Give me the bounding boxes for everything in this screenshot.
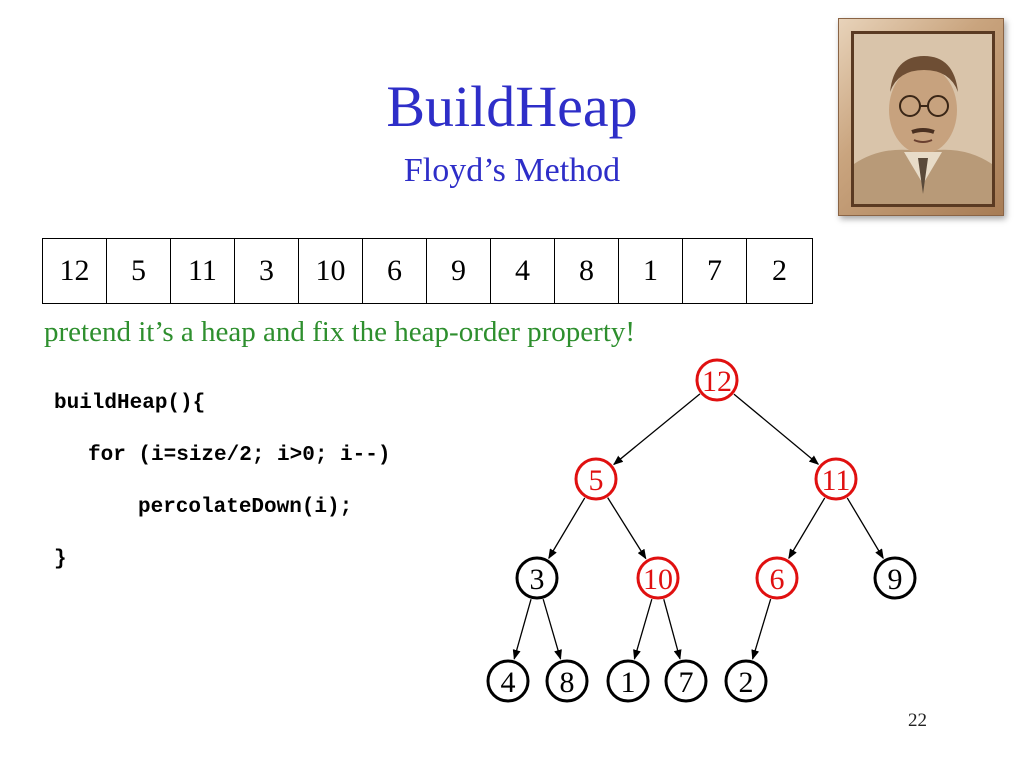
page-number: 22 [908, 710, 927, 731]
tree-edge-n3-n7 [846, 497, 884, 560]
tree-node-circle [574, 457, 618, 501]
tree-node-11: 11 [814, 457, 858, 501]
portrait-photo-icon [851, 31, 995, 207]
slide-title: BuildHeap [386, 74, 638, 139]
tree-node-label: 3 [530, 563, 545, 596]
tree-node-circle [606, 659, 650, 703]
tree-node-10: 10 [636, 556, 680, 600]
array-cell: 11 [171, 239, 235, 303]
array-cell: 3 [235, 239, 299, 303]
tree-edge-n2-n4 [548, 497, 586, 560]
tree-edge-n6-n12 [751, 598, 772, 660]
tree-node-label: 7 [679, 666, 694, 699]
tree-node-circle [486, 659, 530, 703]
tree-node-circle [755, 556, 799, 600]
tree-node-label: 2 [739, 666, 754, 699]
tree-node-circle [724, 659, 768, 703]
tree-edge-n4-n9 [542, 598, 562, 660]
tree-node-circle [636, 556, 680, 600]
tree-node-label: 10 [643, 563, 673, 596]
slide-subtitle: Floyd’s Method [403, 152, 621, 189]
tree-node-circle [873, 556, 917, 600]
array-cell: 5 [107, 239, 171, 303]
tree-node-circle [515, 556, 559, 600]
tree-node-1: 1 [606, 659, 650, 703]
tree-node-label: 11 [822, 464, 851, 497]
code-line-4: } [54, 548, 67, 571]
tree-node-circle [545, 659, 589, 703]
array-cell: 9 [427, 239, 491, 303]
tree-edge-n1-n2 [613, 393, 701, 466]
tree-node-label: 5 [589, 464, 604, 497]
tree-node-8: 8 [545, 659, 589, 703]
array-cell: 7 [683, 239, 747, 303]
code-line-2: for (i=size/2; i>0; i--) [88, 444, 391, 467]
tree-node-label: 8 [560, 666, 575, 699]
tree-node-4: 4 [486, 659, 530, 703]
tree-node-6: 6 [755, 556, 799, 600]
code-line-1: buildHeap(){ [54, 392, 206, 415]
tree-node-5: 5 [574, 457, 618, 501]
tree-edge-n4-n8 [512, 599, 532, 660]
tree-node-9: 9 [873, 556, 917, 600]
tree-node-label: 6 [770, 563, 785, 596]
tree-node-label: 4 [501, 666, 516, 699]
array-cell: 4 [491, 239, 555, 303]
array-cell: 8 [555, 239, 619, 303]
tree-node-circle [695, 358, 739, 402]
tree-edge-n5-n10 [633, 598, 653, 660]
tree-node-circle [664, 659, 708, 703]
tree-node-circle [814, 457, 858, 501]
tree-node-label: 1 [621, 666, 636, 699]
tree-node-label: 9 [888, 563, 903, 596]
array-cell: 2 [772, 254, 787, 287]
tree-node-12: 12 [695, 358, 739, 402]
array-cell: 6 [363, 239, 427, 303]
instruction-note: pretend it’s a heap and fix the heap-ord… [44, 316, 636, 348]
array-cell: 10 [299, 239, 363, 303]
tree-node-2: 2 [724, 659, 768, 703]
tree-edge-n2-n5 [607, 497, 647, 560]
array-cell: 12 [43, 239, 107, 303]
portrait-frame [838, 18, 1004, 216]
array-cell: 1 [619, 239, 683, 303]
tree-edge-n3-n6 [788, 497, 826, 560]
tree-edge-n5-n11 [663, 599, 682, 660]
tree-node-7: 7 [664, 659, 708, 703]
tree-node-3: 3 [515, 556, 559, 600]
tree-node-label: 12 [702, 365, 732, 398]
code-line-3: percolateDown(i); [138, 496, 353, 519]
tree-edge-n1-n3 [733, 393, 820, 465]
